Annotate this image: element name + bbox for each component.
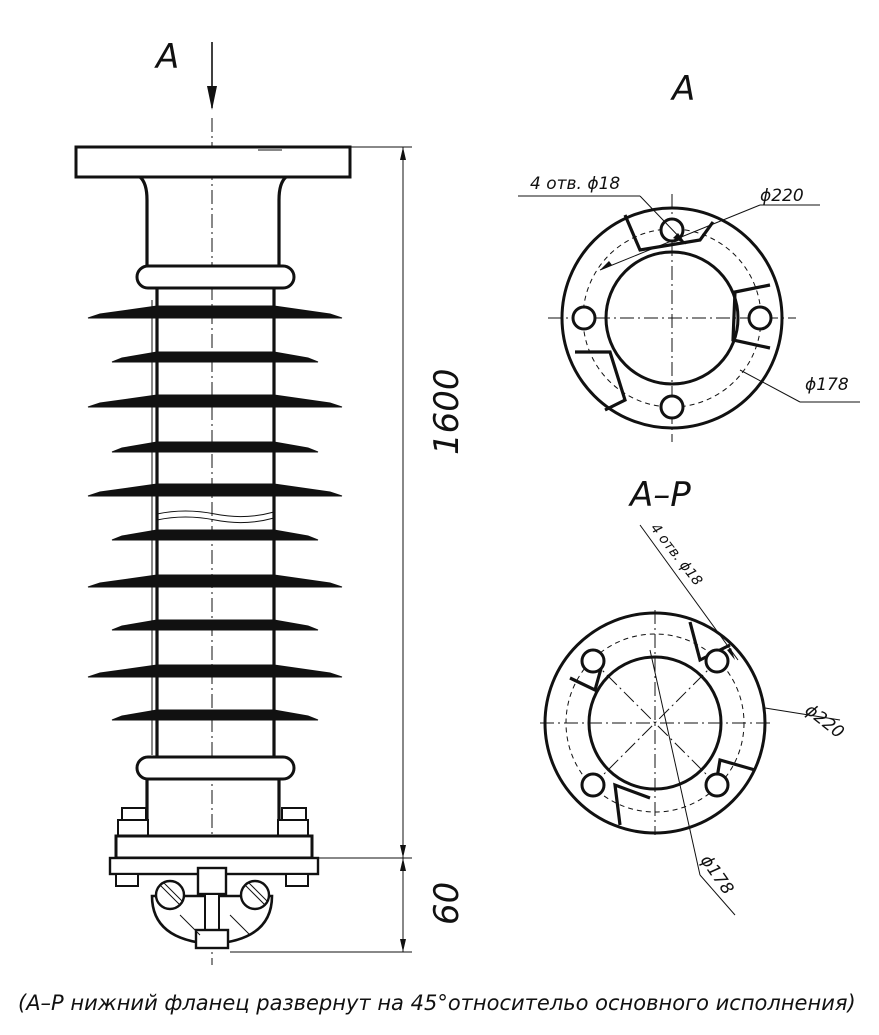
shed-small-5 xyxy=(111,709,319,721)
insulator-side-view: A xyxy=(74,37,467,965)
shed-small-4 xyxy=(111,619,319,631)
view-a-holes-label: 4 отв. ϕ18 xyxy=(530,174,620,194)
top-fitting-neck xyxy=(138,175,288,268)
view-ap-title: A–P xyxy=(628,475,691,515)
view-ap-outer-diameter: ϕ220 xyxy=(801,700,848,743)
footnote: (А–Р нижний фланец развернут на 45°относ… xyxy=(18,991,856,1015)
break-line-bottom xyxy=(156,516,275,524)
height-dimension: 1600 xyxy=(427,368,467,455)
view-a-rib-left xyxy=(575,350,627,412)
shed-large-1 xyxy=(87,305,343,319)
shed-large-5 xyxy=(87,664,343,678)
view-ap-holes xyxy=(580,648,730,798)
view-ap-rib-bottom xyxy=(613,782,651,826)
view-a: A 4 отв. ϕ18 ϕ220 ϕ178 xyxy=(518,69,860,442)
bottom-dimension: 60 xyxy=(427,882,467,925)
view-a-title: A xyxy=(670,69,695,109)
view-ap-holes-label: 4 отв. ϕ18 xyxy=(647,521,705,589)
view-ap-bolt-circle-label: ϕ178 xyxy=(696,851,738,898)
bottom-fitting-neck xyxy=(145,779,281,825)
view-a-outer-diameter: ϕ220 xyxy=(760,186,804,206)
top-collar xyxy=(135,264,296,290)
break-line-top xyxy=(156,510,275,518)
shed-large-3 xyxy=(87,483,343,497)
view-ap: A–P 4 отв. ϕ18 ϕ220 ϕ178 xyxy=(540,475,848,916)
shed-small-3 xyxy=(111,529,319,541)
view-a-rib-top xyxy=(623,214,715,252)
shed-large-2 xyxy=(87,394,343,408)
view-a-bolt-circle-label: ϕ178 xyxy=(805,375,849,395)
bottom-collar xyxy=(135,755,296,781)
shed-small-2 xyxy=(111,441,319,453)
top-flange xyxy=(74,145,352,179)
bottom-flange xyxy=(114,834,314,860)
view-arrow-head xyxy=(207,86,217,110)
bottom-clamp xyxy=(150,866,274,950)
view-arrow-label: A xyxy=(154,37,179,77)
view-a-rib-right xyxy=(731,283,771,350)
shed-small-1 xyxy=(111,351,319,363)
view-ap-rib-left xyxy=(569,664,604,693)
shed-large-4 xyxy=(87,574,343,588)
